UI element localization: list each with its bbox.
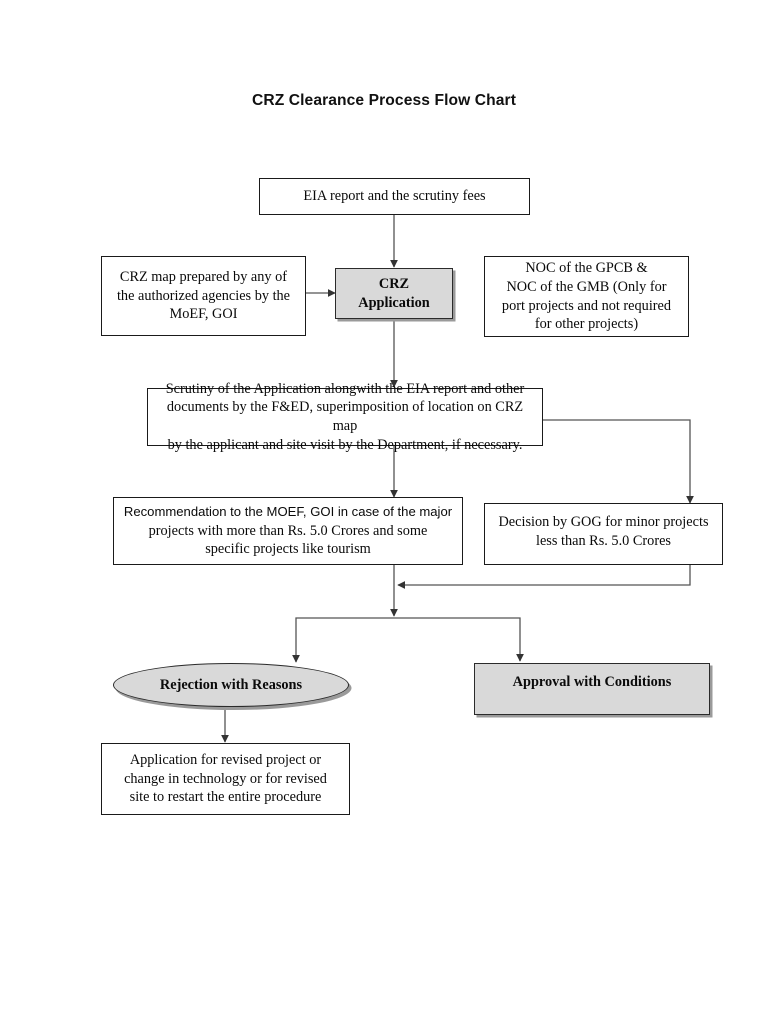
node-eia-report-label: EIA report and the scrutiny fees [303, 188, 486, 205]
edge-scrutiny-to-decision-gog [542, 419, 694, 504]
node-noc-line-2: NOC of the GMB (Only for [506, 278, 667, 295]
node-rejection: Rejection with Reasons [113, 663, 349, 707]
node-rejection-label: Rejection with Reasons [159, 676, 303, 693]
node-scrutiny: Scrutiny of the Application alongwith th… [147, 381, 543, 453]
node-recommendation: Recommendation to the MOEF, GOI in case … [113, 497, 463, 565]
node-recommendation-line-2: projects with more than Rs. 5.0 Crores a… [148, 522, 428, 539]
node-noc-line-4: for other projects) [534, 316, 639, 333]
page-title: CRZ Clearance Process Flow Chart [251, 92, 517, 109]
node-crz-application: CRZ Application [335, 268, 453, 319]
edge-decision-gog-to-merge [397, 565, 691, 589]
node-noc: NOC of the GPCB & NOC of the GMB (Only f… [484, 256, 689, 337]
node-revised-application-line-3: site to restart the entire procedure [129, 789, 322, 806]
edge-merge-to-rejection [292, 617, 394, 663]
node-noc-line-1: NOC of the GPCB & [525, 260, 648, 277]
node-decision-gog-line-2: less than Rs. 5.0 Crores [535, 532, 671, 549]
node-crz-application-line-1: CRZ [378, 275, 410, 292]
node-revised-application-line-2: change in technology or for revised [124, 770, 327, 787]
node-crz-application-line-2: Application [358, 294, 430, 311]
node-decision-gog: Decision by GOG for minor projects less … [484, 503, 723, 565]
node-eia-report: EIA report and the scrutiny fees [259, 178, 530, 215]
node-scrutiny-line-1: Scrutiny of the Application alongwith th… [165, 380, 525, 397]
node-revised-application-line-1: Application for revised project or [129, 752, 322, 769]
node-decision-gog-line-1: Decision by GOG for minor projects [498, 514, 709, 530]
node-scrutiny-line-3: by the applicant and site visit by the D… [167, 436, 523, 453]
node-crz-map-line-3: MoEF, GOI [169, 306, 238, 323]
node-crz-map-line-1: CRZ map prepared by any of [119, 269, 288, 286]
node-recommendation-line-1: Recommendation to the MOEF, GOI in case … [123, 504, 453, 520]
node-scrutiny-line-2: documents by the F&ED, superimposition o… [166, 399, 524, 434]
node-revised-application: Application for revised project or chang… [101, 743, 350, 815]
node-approval: Approval with Conditions [474, 663, 710, 715]
node-crz-map: CRZ map prepared by any of the authorize… [101, 256, 306, 336]
node-recommendation-line-3: specific projects like tourism [205, 541, 371, 558]
edge-merge-to-approval [394, 617, 524, 662]
node-noc-line-3: port projects and not required [501, 297, 672, 314]
node-crz-map-line-2: the authorized agencies by the [116, 287, 291, 304]
node-approval-label: Approval with Conditions [512, 674, 672, 690]
